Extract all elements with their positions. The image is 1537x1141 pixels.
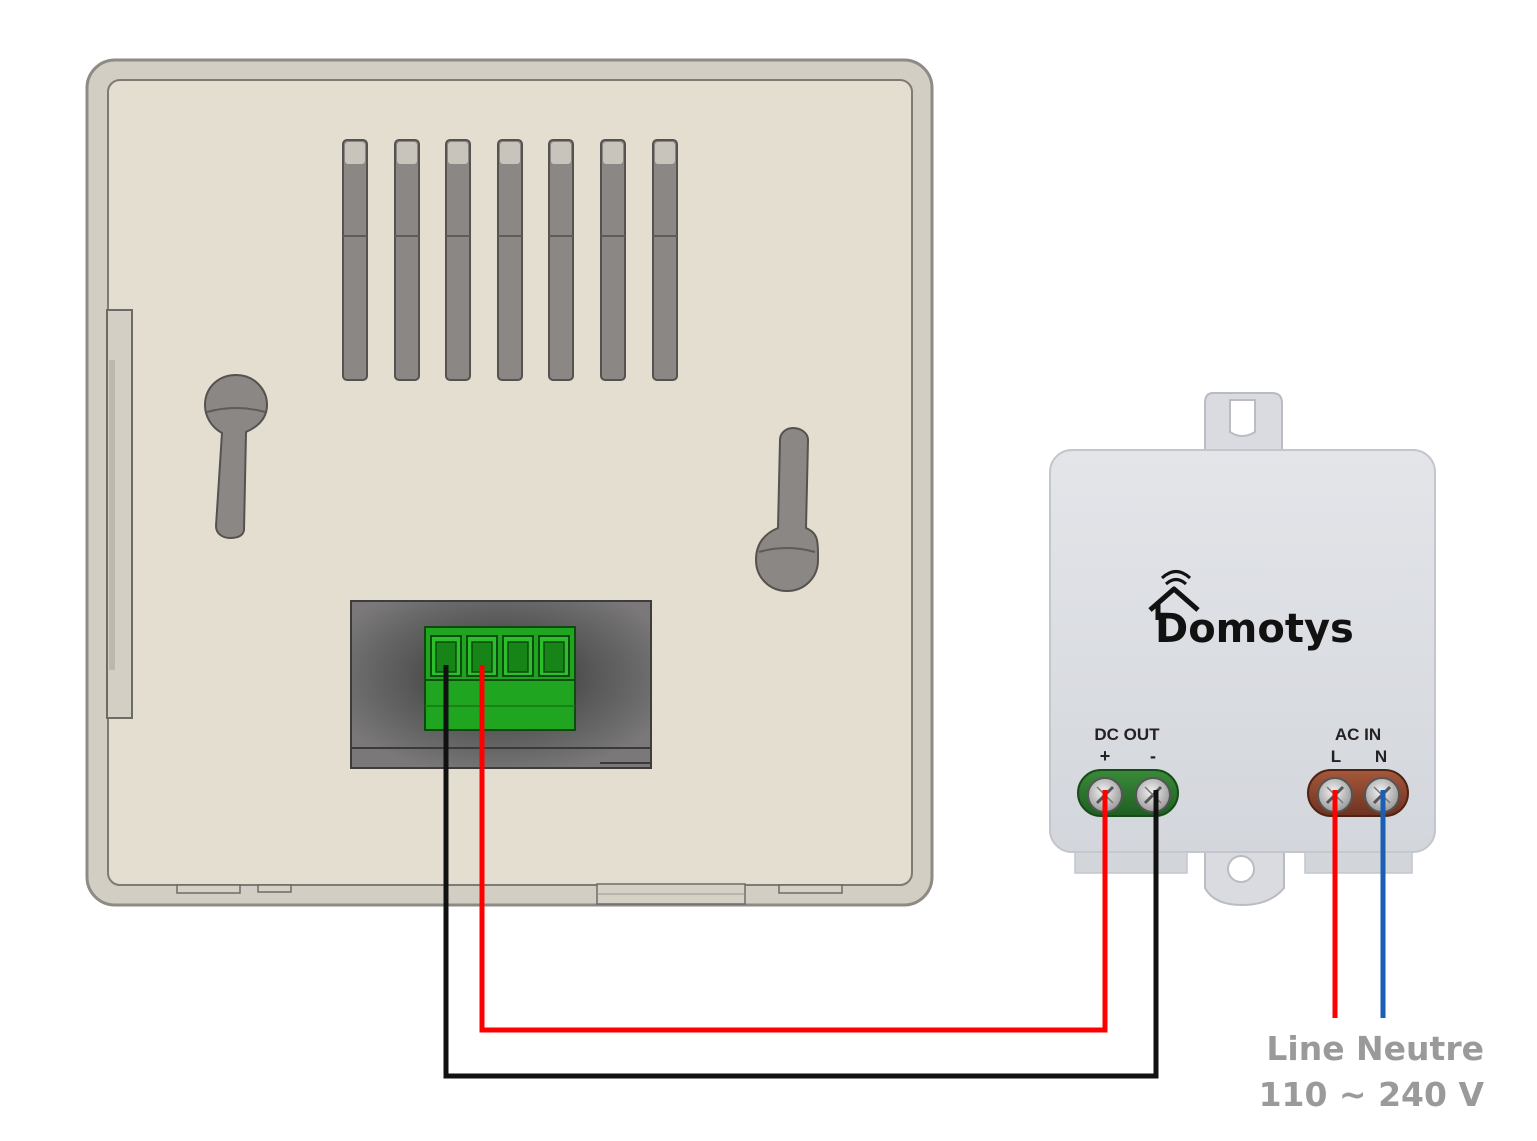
side-clip <box>106 309 133 719</box>
vent-slot <box>600 139 626 381</box>
thermostat-terminal-block <box>424 626 576 731</box>
ac-in-terminal <box>1307 769 1409 817</box>
terminal-socket <box>466 635 498 677</box>
brand-name: Domotys <box>1155 606 1354 652</box>
terminal-socket <box>502 635 534 677</box>
dc-out-label: DC OUT <box>1094 725 1160 744</box>
dc-out-terminal <box>1077 769 1179 817</box>
power-supply-module: Domotys DC OUT + - AC IN L N <box>1049 392 1436 907</box>
mounting-keyhole-left <box>203 373 269 540</box>
caption-line-neutre: Line Neutre <box>1266 1029 1484 1068</box>
brand-logo: Domotys <box>1148 570 1354 652</box>
vent-slot <box>548 139 574 381</box>
ac-in-label: AC IN <box>1335 725 1381 744</box>
terminal-socket <box>538 635 570 677</box>
dc-plus-label: + <box>1100 746 1111 766</box>
wire-negative <box>443 665 1159 1079</box>
house-wifi-icon <box>1148 570 1200 620</box>
wires <box>443 665 1386 1079</box>
dc-minus-label: - <box>1150 746 1156 766</box>
vent-slot <box>497 139 523 381</box>
bottom-edge-details <box>176 883 843 905</box>
vent-slot <box>652 139 678 381</box>
vent-slot <box>342 139 368 381</box>
vent-slot <box>394 139 420 381</box>
wire-positive <box>479 665 1108 1033</box>
thermostat-back-plate <box>85 58 934 907</box>
screw-icon <box>1135 777 1171 813</box>
caption-voltage: 110 ~ 240 V <box>1259 1075 1485 1114</box>
ac-l-label: L <box>1331 747 1341 766</box>
mounting-keyhole-right <box>754 426 820 593</box>
vent-slot <box>445 139 471 381</box>
ac-n-label: N <box>1375 747 1387 766</box>
vent-slots <box>342 139 678 381</box>
